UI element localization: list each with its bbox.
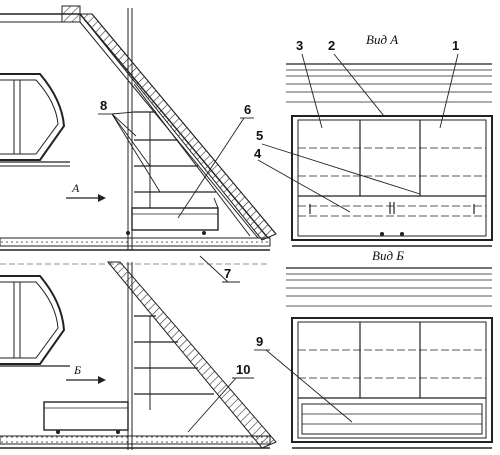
callout-5: 5 [256,128,263,143]
view-a-title: Вид А [366,32,398,47]
callout-1: 1 [452,38,459,53]
arrow-b-label: Б [73,363,81,377]
callout-8: 8 [100,98,107,113]
section-bottom-left [0,261,277,450]
section-top-left [0,5,277,283]
callout-9: 9 [256,334,263,349]
view-a-elevation [257,53,493,247]
view-b-title: Вид Б [372,248,404,263]
callout-3: 3 [296,38,303,53]
callout-2: 2 [328,38,335,53]
callout-4: 4 [254,146,262,161]
callout-6: 6 [244,102,251,117]
callout-7: 7 [224,266,231,281]
view-b-elevation [254,267,493,449]
callout-10: 10 [236,362,250,377]
arrow-a-label: А [71,181,80,195]
